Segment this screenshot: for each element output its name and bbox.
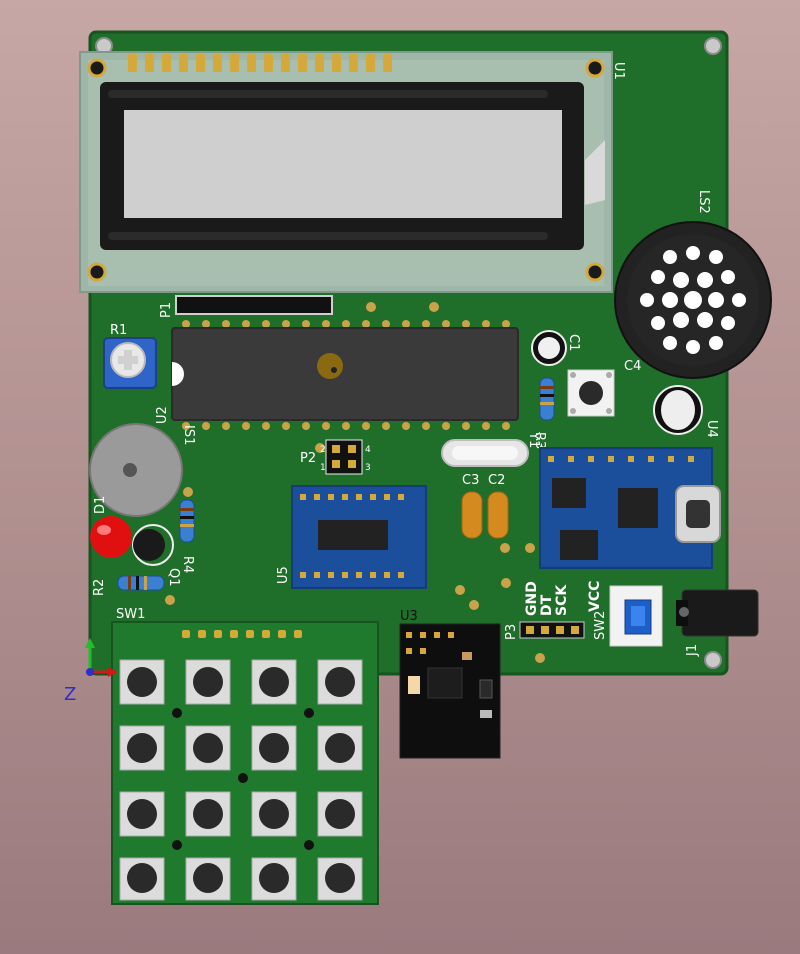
label-c4: C4 — [624, 359, 641, 374]
label-p1: P1 — [159, 302, 174, 318]
crystal-y1 — [441, 439, 529, 467]
keypad-key — [185, 857, 231, 901]
keypad-key — [119, 791, 165, 837]
label-sw2: SW2 — [593, 611, 608, 640]
resistor-r4 — [179, 499, 195, 543]
keypad-key — [185, 725, 231, 771]
label-p2-pin4: 4 — [365, 445, 371, 455]
buzzer-icon — [89, 423, 183, 517]
label-u1: U1 — [611, 62, 626, 80]
speaker-icon — [614, 221, 772, 379]
keypad-key — [185, 791, 231, 837]
label-q1: Q1 — [166, 568, 181, 587]
label-p3-gnd: GND — [524, 581, 540, 616]
transistor-q1 — [132, 524, 174, 566]
label-c2: C2 — [488, 473, 505, 488]
switch-sw2 — [609, 585, 663, 647]
label-d1: D1 — [93, 496, 108, 514]
module-u5 — [291, 485, 427, 589]
label-u3: U3 — [400, 609, 418, 624]
label-is1: IS1 — [181, 425, 196, 445]
keypad-key — [119, 659, 165, 705]
capacitor-c2 — [487, 491, 509, 539]
trimmer-r1 — [103, 337, 157, 389]
header-p2 — [325, 439, 363, 475]
label-r1: R1 — [110, 323, 127, 338]
keypad-key — [119, 725, 165, 771]
header-p3 — [519, 621, 585, 639]
label-u5: U5 — [276, 566, 291, 584]
dc-jack-j1 — [676, 589, 759, 637]
lcd-module — [79, 51, 613, 293]
label-p2-pin3: 3 — [365, 463, 371, 473]
label-p2: P2 — [300, 451, 316, 466]
usb-module — [539, 447, 721, 569]
label-r2: R2 — [92, 579, 107, 596]
label-p3-dt: DT — [539, 594, 555, 616]
keypad-key — [185, 659, 231, 705]
header-p1 — [175, 295, 333, 315]
keypad-key — [119, 857, 165, 901]
capacitor-u4-cap — [653, 385, 703, 435]
lcd-header-pins — [128, 54, 392, 72]
axis-z-label: Z — [64, 684, 76, 705]
label-j1: J1 — [685, 644, 700, 657]
label-p3: P3 — [504, 624, 519, 640]
capacitor-c1 — [531, 330, 567, 366]
label-u2: U2 — [155, 406, 170, 424]
mcu-chip — [171, 320, 519, 430]
keypad-key — [317, 725, 363, 771]
led-d1 — [90, 516, 132, 558]
label-p3-sck: SCK — [554, 584, 570, 616]
label-c3: C3 — [462, 473, 479, 488]
label-r3: R3 — [532, 432, 547, 449]
keypad-key — [317, 659, 363, 705]
label-y1: Y1 — [526, 431, 541, 448]
module-u3 — [399, 623, 501, 759]
label-p3-vcc: VCC — [587, 581, 603, 612]
resistor-r3 — [539, 377, 555, 421]
label-r4: R4 — [180, 556, 195, 573]
label-sw1: SW1 — [116, 607, 145, 622]
tact-button — [567, 369, 615, 417]
keypad-key — [251, 791, 297, 837]
keypad-key — [317, 857, 363, 901]
capacitor-c3 — [461, 491, 483, 539]
keypad-key — [251, 725, 297, 771]
keypad-sw1 — [111, 621, 379, 905]
label-ls2: LS2 — [696, 190, 711, 214]
label-p2-pin1: 1 — [320, 463, 326, 473]
label-u4: U4 — [704, 420, 719, 438]
resistor-r2 — [117, 575, 165, 591]
keypad-key — [251, 659, 297, 705]
keypad-key — [251, 857, 297, 901]
label-p2-pin2: 2 — [320, 445, 326, 455]
label-c1: C1 — [566, 334, 581, 351]
keypad-key — [317, 791, 363, 837]
xyz-axis-icon — [85, 638, 118, 677]
